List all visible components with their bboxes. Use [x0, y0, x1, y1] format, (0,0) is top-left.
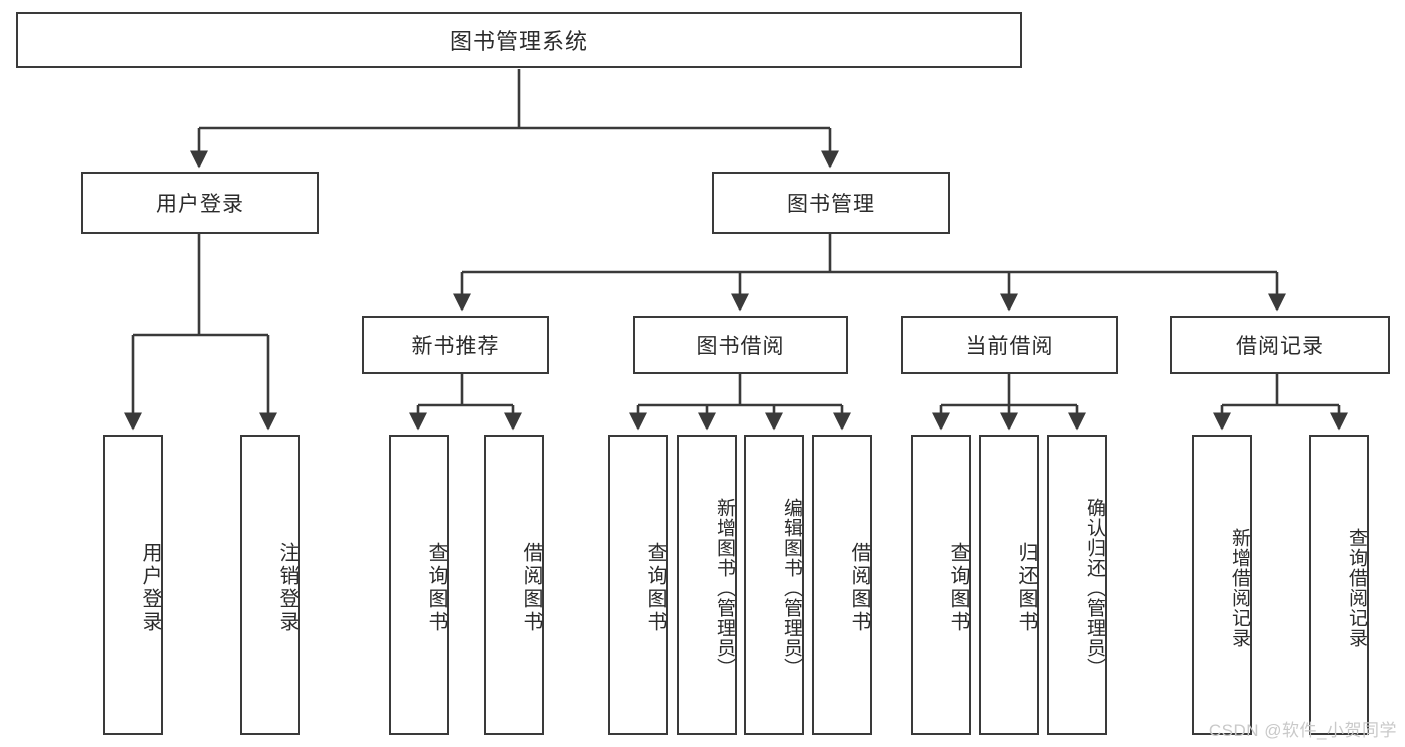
leaf-borrow-book-1[interactable]: 借阅图书	[484, 435, 544, 735]
node-current-borrow[interactable]: 当前借阅	[901, 316, 1118, 374]
leaf-edit-book[interactable]: 编辑图书（管理员）	[744, 435, 804, 735]
leaf-add-record[interactable]: 新增借阅记录	[1192, 435, 1252, 735]
leaf-add-book[interactable]: 新增图书（管理员）	[677, 435, 737, 735]
leaf-query-book-2[interactable]: 查询图书	[608, 435, 668, 735]
leaf-query-book-3[interactable]: 查询图书	[911, 435, 971, 735]
leaf-query-record[interactable]: 查询借阅记录	[1309, 435, 1369, 735]
leaf-user-login[interactable]: 用户登录	[103, 435, 163, 735]
leaf-borrow-book-2[interactable]: 借阅图书	[812, 435, 872, 735]
csdn-watermark: CSDN @软件_小贺同学	[1208, 721, 1397, 740]
leaf-query-book-1[interactable]: 查询图书	[389, 435, 449, 735]
leaf-return-book[interactable]: 归还图书	[979, 435, 1039, 735]
node-root-system[interactable]: 图书管理系统	[16, 12, 1022, 68]
node-new-book-recommend[interactable]: 新书推荐	[362, 316, 549, 374]
leaf-logout-login[interactable]: 注销登录	[240, 435, 300, 735]
node-user-login[interactable]: 用户登录	[81, 172, 319, 234]
node-borrow-record[interactable]: 借阅记录	[1170, 316, 1390, 374]
node-book-manage[interactable]: 图书管理	[712, 172, 950, 234]
leaf-confirm-return[interactable]: 确认归还（管理员）	[1047, 435, 1107, 735]
node-book-borrow[interactable]: 图书借阅	[633, 316, 848, 374]
